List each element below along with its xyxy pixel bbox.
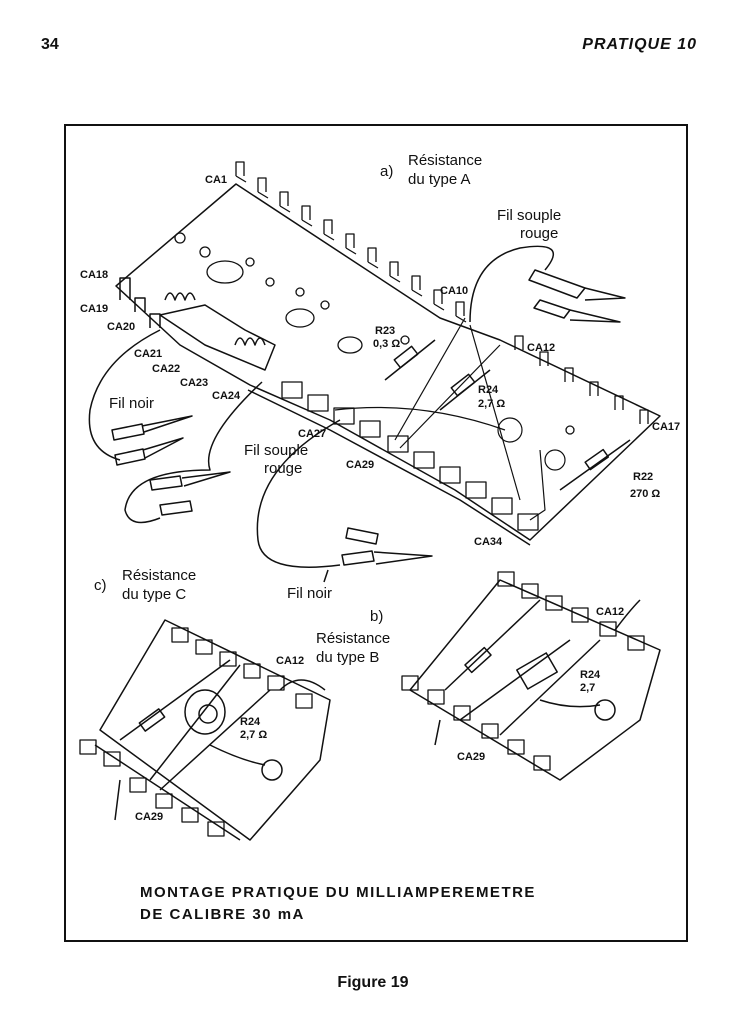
label-ca20: CA20 [107, 321, 135, 333]
label-ca23: CA23 [180, 377, 208, 389]
label-ca17: CA17 [652, 421, 680, 433]
label-fil-souple-rouge-1b: rouge [520, 225, 558, 242]
terminal-row-bottom [281, 381, 539, 531]
label-a-line1: Résistance [408, 152, 482, 169]
label-fil-noir-2: Fil noir [287, 585, 332, 602]
label-ca34: CA34 [474, 536, 503, 548]
terminal-row-right [514, 335, 649, 424]
label-a-line2: du type A [408, 171, 471, 188]
label-ca12-c: CA12 [276, 655, 304, 667]
figure-caption: MONTAGE PRATIQUE DU MILLIAMPEREMETRE DE … [140, 882, 536, 926]
label-ca24: CA24 [212, 390, 241, 402]
running-head: PRATIQUE 10 [582, 36, 697, 53]
label-r24-value: 2,7 Ω [478, 398, 505, 410]
label-b-line2: du type B [316, 649, 379, 666]
board-holes [174, 232, 575, 435]
wire-red-top [469, 245, 626, 323]
wire-black-bottom [256, 419, 433, 583]
label-c-line2: du type C [122, 586, 186, 603]
label-ca12: CA12 [527, 342, 555, 354]
label-b-letter: b) [370, 608, 383, 625]
label-ca18: CA18 [80, 269, 108, 281]
board-c [79, 619, 331, 841]
terminal-row-top [235, 161, 467, 323]
label-c-letter: c) [94, 577, 107, 594]
label-r24-c-value: 2,7 Ω [240, 729, 267, 741]
label-r22-value: 270 Ω [630, 488, 660, 500]
figure-label: Figure 19 [337, 974, 409, 991]
coil-assembly [119, 277, 276, 371]
label-c-line1: Résistance [122, 567, 196, 584]
resistor-r22 [559, 439, 631, 491]
board-b [401, 571, 661, 781]
label-r24-c: R24 [240, 716, 261, 728]
label-ca1: CA1 [205, 174, 227, 186]
internal-wiring [334, 317, 566, 521]
label-r24-b-value: 2,7 [580, 682, 595, 694]
label-fil-souple-rouge-2a: Fil souple [244, 442, 308, 459]
wire-red-left [124, 381, 263, 524]
label-ca27: CA27 [298, 428, 326, 440]
label-r24: R24 [478, 384, 499, 396]
label-fil-noir-1: Fil noir [109, 395, 154, 412]
label-r24-b: R24 [580, 669, 601, 681]
label-ca29: CA29 [346, 459, 374, 471]
label-fil-souple-rouge-2b: rouge [264, 460, 302, 477]
label-ca22: CA22 [152, 363, 180, 375]
wire-black-left [88, 329, 193, 466]
label-ca10: CA10 [440, 285, 468, 297]
resistor-r23 [384, 339, 436, 381]
board-a-outline [115, 183, 661, 541]
label-ca19: CA19 [80, 303, 108, 315]
board-a-lower-edge [247, 389, 531, 546]
label-r23-value: 0,3 Ω [373, 338, 400, 350]
label-r23: R23 [375, 325, 395, 337]
page-number: 34 [41, 36, 59, 53]
label-fil-souple-rouge-1a: Fil souple [497, 207, 561, 224]
label-r22: R22 [633, 471, 653, 483]
figure-frame [64, 124, 688, 942]
label-ca12-b: CA12 [596, 606, 624, 618]
label-ca21: CA21 [134, 348, 162, 360]
caption-line-1: MONTAGE PRATIQUE DU MILLIAMPEREMETRE [140, 884, 536, 901]
label-a-letter: a) [380, 163, 393, 180]
label-ca29-b: CA29 [457, 751, 485, 763]
label-b-line1: Résistance [316, 630, 390, 647]
caption-line-2: DE CALIBRE 30 mA [140, 906, 305, 923]
label-ca29-c: CA29 [135, 811, 163, 823]
